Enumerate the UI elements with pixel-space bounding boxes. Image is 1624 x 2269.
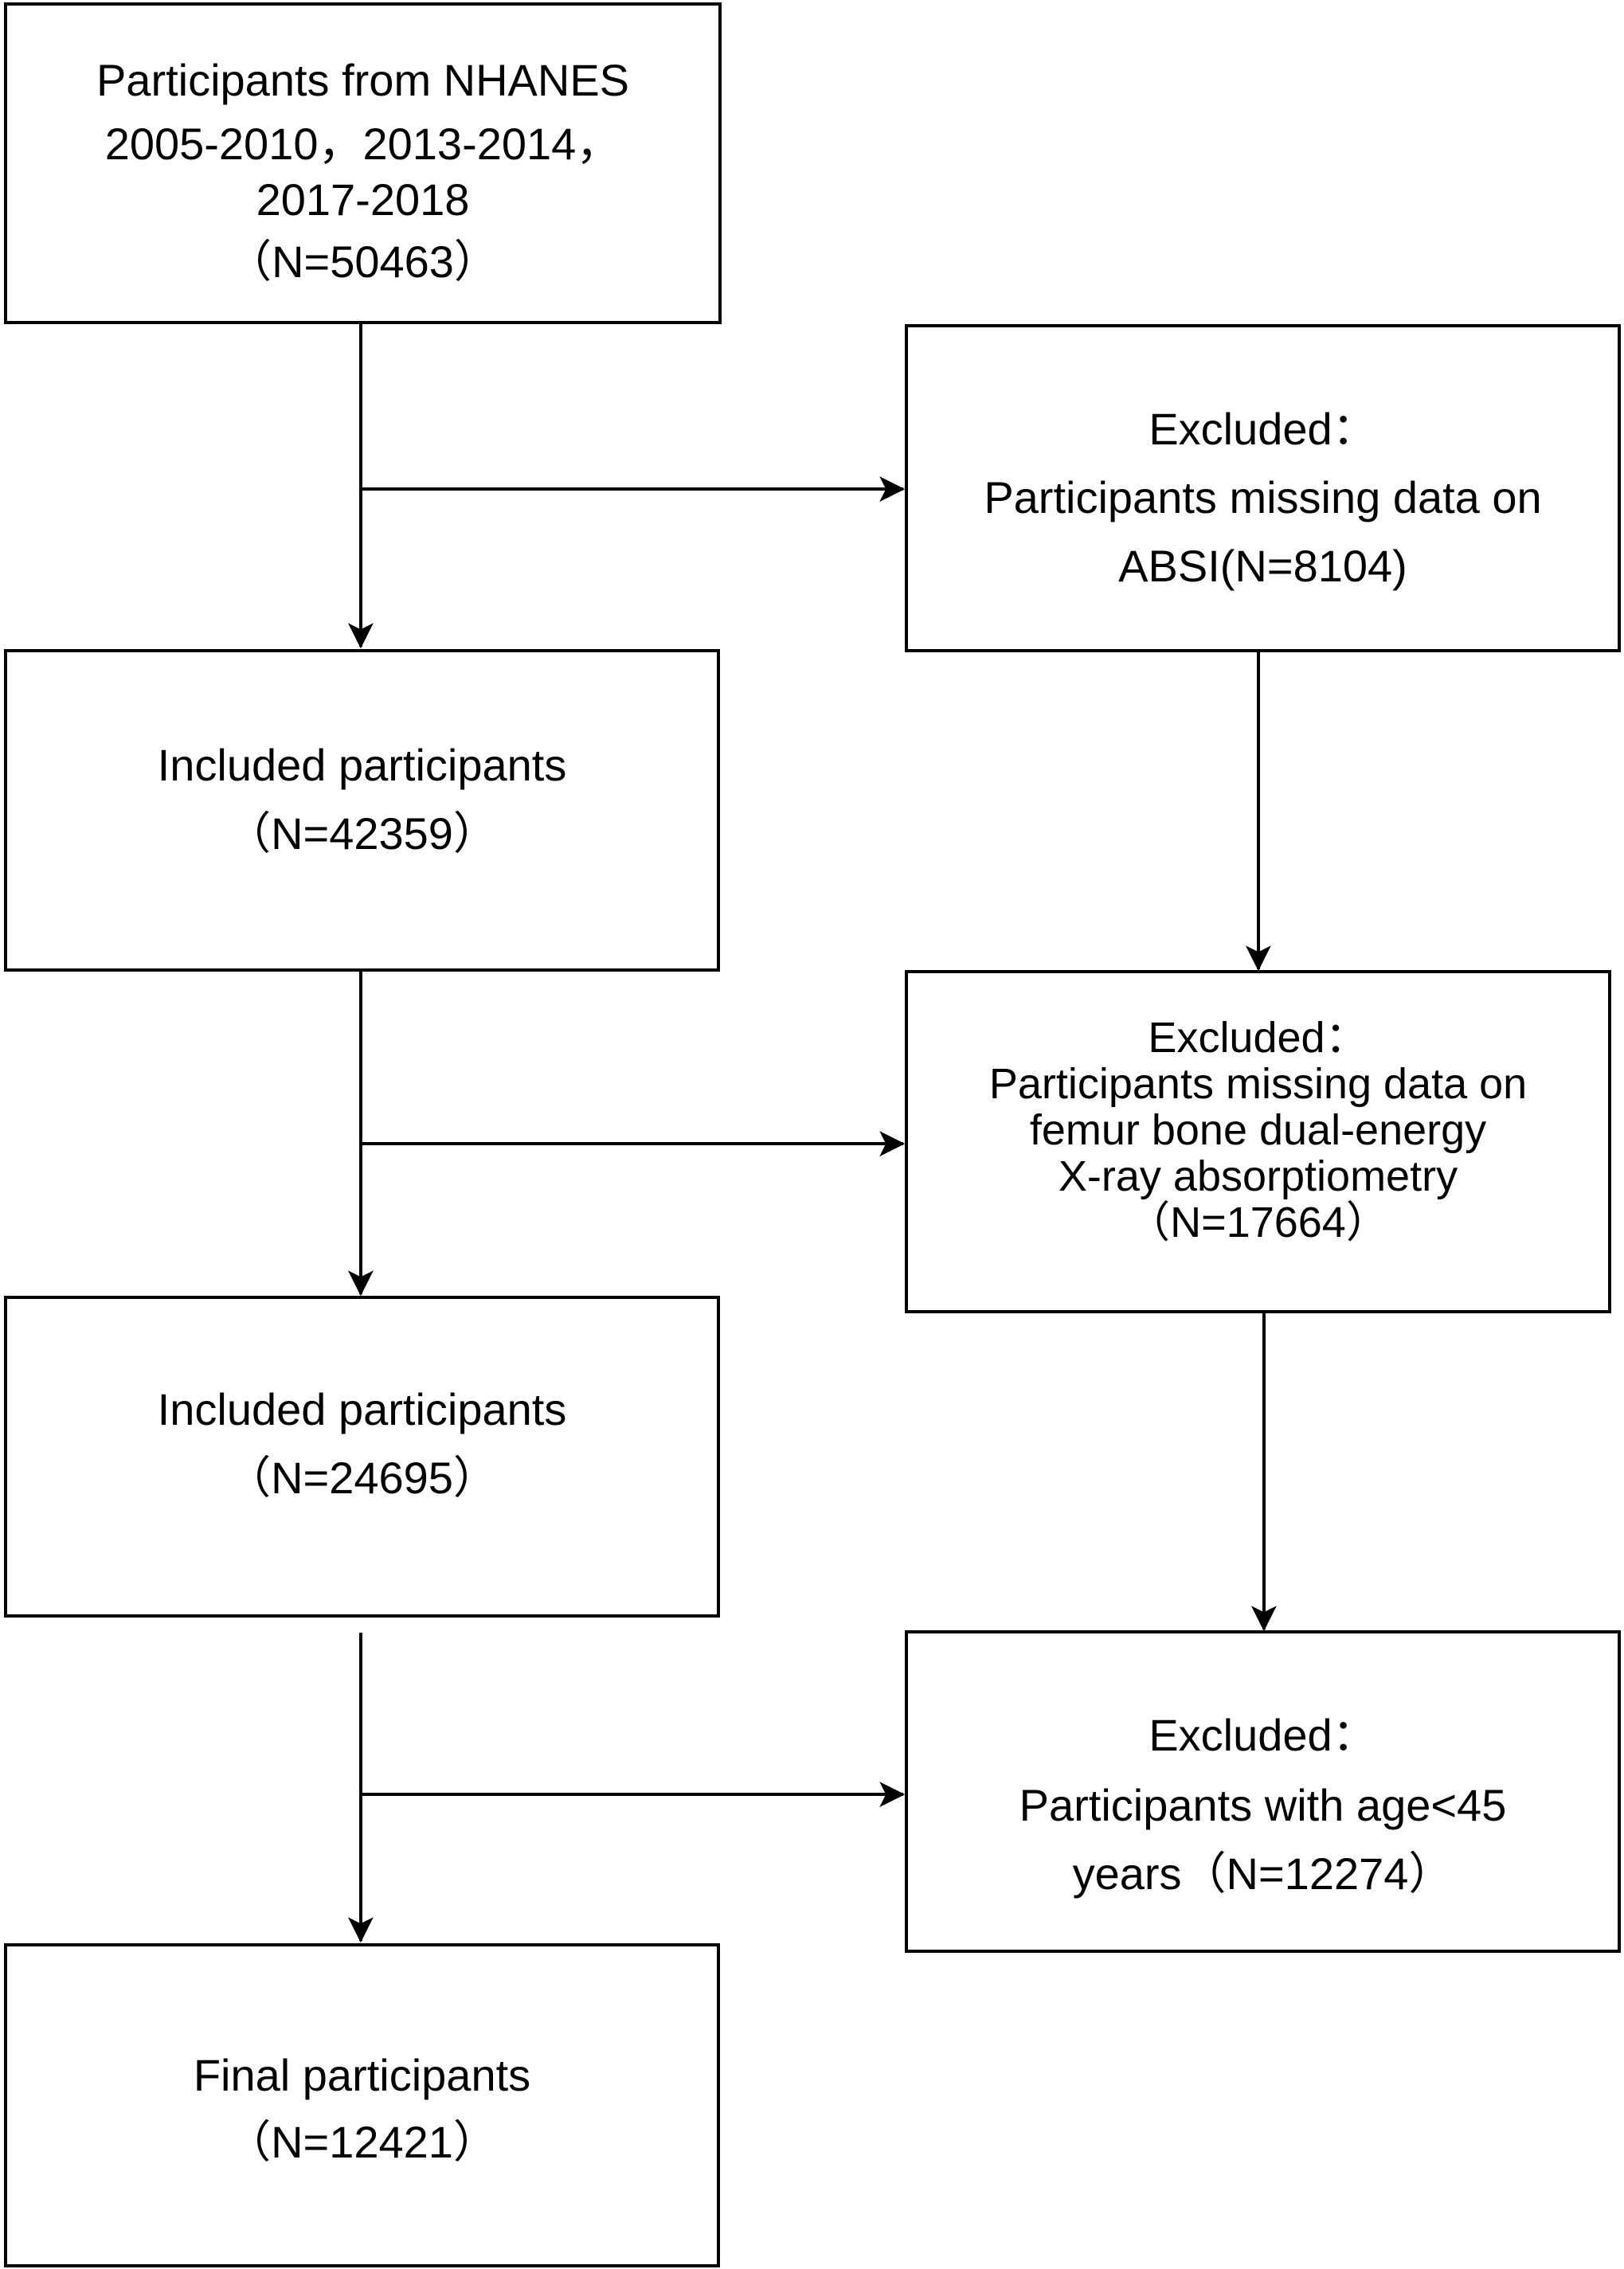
excluded-1-line-2: Participants missing data on	[984, 472, 1542, 522]
included-2-line-2: （N=24695）	[226, 1453, 498, 1503]
excluded-2-line-2: Participants missing data on	[988, 1060, 1528, 1108]
included-2-line-1: Included participants	[157, 1384, 567, 1434]
excluded-3-line-2: Participants with age<45	[1019, 1780, 1507, 1830]
included-box-1: Included participants （N=42359）	[4, 649, 720, 972]
excluded-2-line-1: Excluded：	[1148, 1014, 1368, 1062]
start-line-4: （N=50463）	[227, 237, 499, 287]
final-line-1: Final participants	[193, 2050, 531, 2100]
start-box: Participants from NHANES 2005-2010，2013-…	[4, 2, 722, 324]
start-line-3: 2017-2018	[256, 174, 470, 225]
excluded-1-line-1: Excluded：	[1149, 404, 1377, 454]
included-box-2: Included participants （N=24695）	[4, 1296, 720, 1618]
start-line-1: Participants from NHANES	[96, 55, 630, 105]
included-1-line-1: Included participants	[157, 740, 567, 790]
excluded-3-line-1: Excluded：	[1149, 1710, 1377, 1760]
included-1-line-2: （N=42359）	[226, 808, 498, 859]
excluded-box-2: Excluded： Participants missing data on f…	[905, 970, 1611, 1313]
excluded-1-line-3: ABSI(N=8104)	[1118, 541, 1407, 591]
excluded-2-line-4: X-ray absorptiometry	[1058, 1152, 1458, 1200]
excluded-box-3: Excluded： Participants with age<45 years…	[905, 1630, 1621, 1953]
final-line-2: （N=12421）	[226, 2117, 498, 2167]
excluded-box-1: Excluded： Participants missing data on A…	[905, 324, 1621, 652]
start-line-2: 2005-2010，2013-2014，	[104, 119, 621, 169]
excluded-2-line-3: femur bone dual-energy	[1029, 1106, 1487, 1154]
final-box: Final participants （N=12421）	[4, 1943, 720, 2267]
excluded-3-line-3: years（N=12274）	[1072, 1848, 1454, 1899]
excluded-2-line-5: （N=17664）	[1127, 1199, 1389, 1246]
